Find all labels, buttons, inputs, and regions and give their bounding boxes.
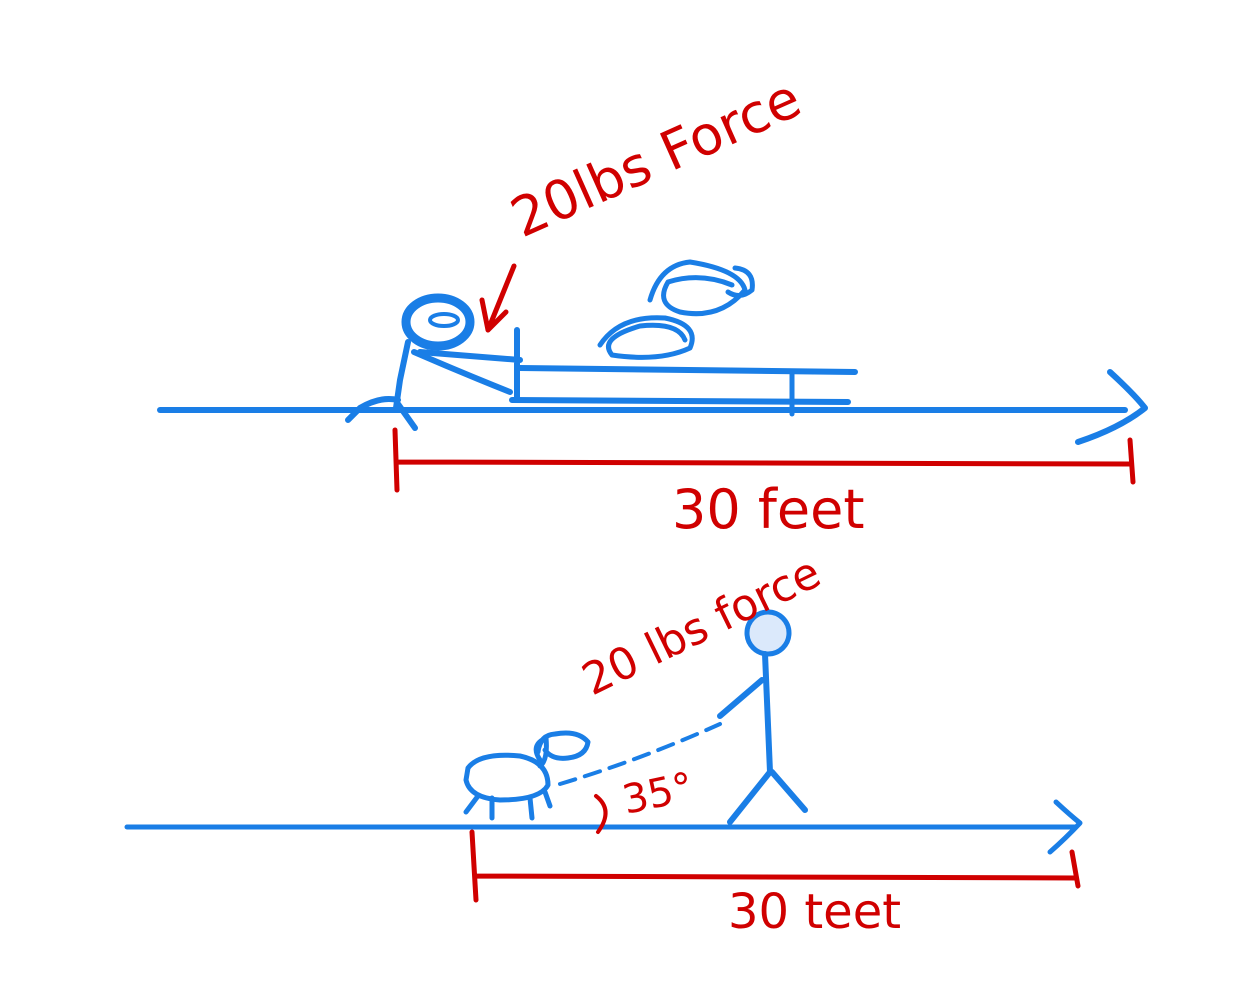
top-distance-label: 30 feet	[672, 478, 865, 541]
leash	[558, 722, 722, 786]
top-sled	[417, 259, 858, 417]
top-force-arrow	[479, 263, 517, 333]
angle-arc	[594, 794, 608, 834]
angle-label: 35°	[619, 764, 698, 824]
top-person-body	[345, 339, 418, 431]
sled-bottom-rail	[509, 397, 851, 405]
top-person	[345, 293, 513, 431]
top-person-face	[428, 312, 460, 328]
dog-head	[533, 730, 591, 769]
bottom-ground-arrowhead	[1047, 799, 1083, 855]
bottom-person-arm	[717, 677, 765, 719]
top-scene: 20lbs Force 30 feet	[157, 66, 1148, 541]
top-person-arm	[411, 349, 513, 395]
bottom-distance-bracket	[469, 829, 1081, 903]
top-person-head	[401, 293, 475, 351]
sled-top-rail	[517, 365, 858, 375]
bottom-person	[717, 609, 808, 825]
bottom-dog	[463, 730, 591, 821]
sled-handle	[417, 327, 523, 403]
dog-body	[463, 752, 551, 803]
top-ground-arrowhead	[1075, 369, 1148, 445]
top-distance-bracket	[392, 427, 1136, 493]
top-force-label: 20lbs Force	[502, 66, 810, 249]
bottom-person-body	[727, 651, 808, 825]
bottom-scene: 35° 20 lbs force 30 teet	[124, 547, 1083, 940]
dog-legs	[463, 789, 553, 821]
sled-cargo-scribble	[597, 259, 755, 360]
bottom-distance-label: 30 teet	[728, 884, 901, 940]
